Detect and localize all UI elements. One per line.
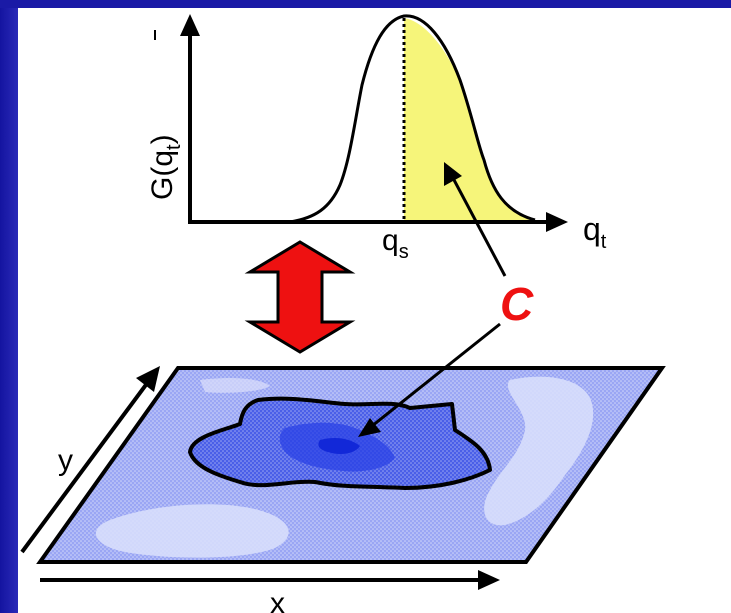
pointer-to-region-head — [358, 418, 381, 437]
plane-y-axis — [20, 380, 150, 554]
plane-y-label: y — [58, 444, 73, 477]
region-label: C — [500, 278, 534, 330]
slide-top-border — [0, 0, 731, 8]
pointer-to-shaded-area — [451, 177, 507, 277]
threshold-label: qs — [382, 224, 409, 263]
region-center — [318, 438, 360, 454]
y-axis-arrowhead — [180, 14, 200, 36]
plane-x-label: x — [270, 587, 285, 613]
gaussian-curve — [289, 14, 536, 224]
y-axis-label: G(qt) — [146, 134, 185, 200]
x-axis-arrowhead — [546, 212, 568, 232]
pointer-to-shaded-area-head — [444, 162, 462, 186]
light-patch-top — [200, 378, 270, 393]
plane-x-axis-head — [478, 570, 500, 590]
slide-left-border — [0, 0, 18, 613]
plane-y-axis-head — [136, 366, 160, 392]
pointer-to-region — [371, 322, 501, 428]
x-axis-label: qt — [583, 211, 607, 253]
correspondence-double-arrow — [244, 240, 356, 354]
light-patch-right — [484, 376, 594, 526]
light-patch-bottom-left — [95, 504, 289, 558]
